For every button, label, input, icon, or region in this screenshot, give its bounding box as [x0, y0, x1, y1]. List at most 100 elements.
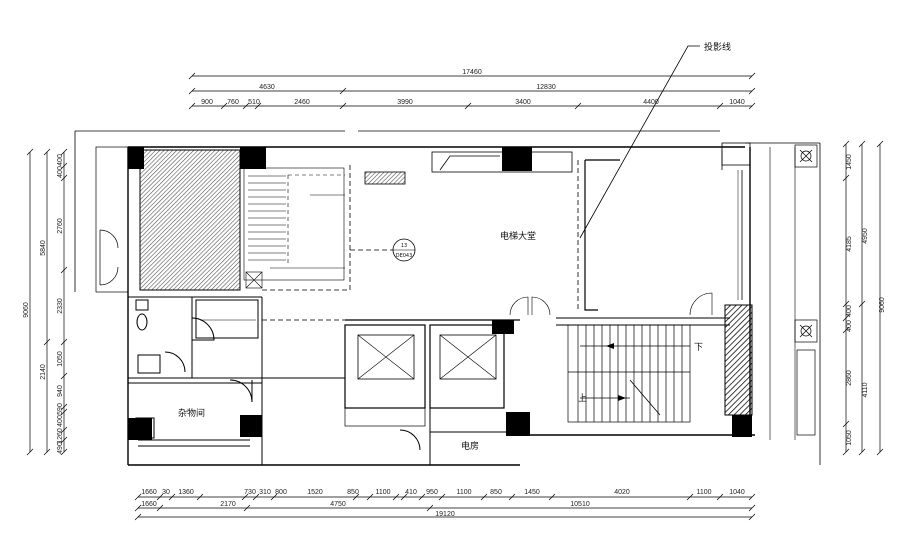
dimension-tick [60, 338, 68, 346]
dimension-tick [60, 266, 68, 274]
bottom-dimension-texts: 1660 30 1360 730 310 800 1520 850 1100 4… [141, 489, 745, 518]
left-balcony [95, 146, 129, 293]
top-counter [364, 151, 573, 185]
dimension-tick [188, 87, 196, 95]
label-elevator-hall: 电梯大堂 [500, 230, 536, 242]
right-equipment [794, 144, 818, 436]
detail-symbol: 13 DE043 [392, 238, 416, 262]
dimension-tick [574, 102, 582, 110]
symbol-code: DE043 [396, 253, 413, 259]
dim-right-detail: 4185 [846, 236, 853, 252]
left-dimensions [26, 148, 68, 456]
dimension-tick [26, 148, 34, 156]
dim-bottom-mid: 2170 [220, 501, 236, 508]
dim-left-detail: 940 [57, 385, 64, 397]
dim-left-detail: 2760 [57, 218, 64, 234]
dimension-tick [438, 493, 446, 501]
top-dimension-texts: 17460 4630 12830 900 760 510 2460 3990 3… [201, 69, 745, 106]
dimension-tick [748, 513, 756, 521]
dim-bottom-mid: 4750 [330, 501, 346, 508]
dimension-tick [254, 102, 262, 110]
dim-left-mid: 2140 [40, 364, 47, 380]
top-dimensions [188, 72, 756, 110]
dim-top-detail: 900 [201, 99, 213, 106]
dim-left-detail: 1260 [57, 428, 64, 444]
dimension-tick [168, 493, 176, 501]
electric-room [399, 408, 506, 465]
dimension-tick [400, 493, 408, 501]
dimension-tick [60, 174, 68, 182]
dimension-tick [60, 448, 68, 456]
dim-top-detail: 510 [248, 99, 260, 106]
dim-left-detail: 400 [57, 166, 64, 178]
right-dimensions [842, 140, 884, 456]
dim-right-mid: 4950 [862, 228, 869, 244]
dim-top-detail: 3400 [515, 99, 531, 106]
label-electric-room: 电房 [461, 440, 479, 452]
dimension-tick [134, 513, 142, 521]
dimension-tick [270, 493, 278, 501]
dimension-tick [842, 300, 850, 308]
dimension-tick [418, 493, 426, 501]
dimension-tick [858, 448, 866, 456]
dim-bottom-detail: 850 [490, 489, 502, 496]
projection-leader [579, 45, 700, 239]
dim-top-detail: 3990 [397, 99, 413, 106]
dimension-tick [858, 300, 866, 308]
dim-top-detail: 2460 [294, 99, 310, 106]
hatched-shaft [139, 149, 241, 291]
dimension-tick [339, 102, 347, 110]
dimension-tick [43, 338, 51, 346]
dimension-tick [60, 162, 68, 170]
dimension-tick [188, 102, 196, 110]
dimension-tick [480, 493, 488, 501]
stair-upper [243, 167, 345, 289]
dim-top-detail: 1040 [729, 99, 745, 106]
dim-bottom-total: 19120 [435, 511, 455, 518]
dimension-tick [60, 408, 68, 416]
structural-columns [128, 147, 752, 440]
dimension-tick [242, 102, 250, 110]
label-storage: 杂物间 [178, 407, 205, 419]
dimension-tick [241, 493, 249, 501]
dim-bottom-detail: 730 [244, 489, 256, 496]
dimension-tick [60, 148, 68, 156]
dim-top-detail: 4400 [643, 99, 659, 106]
dim-bottom-detail: 310 [259, 489, 271, 496]
dimension-tick [196, 493, 204, 501]
dimension-tick [134, 504, 142, 512]
hall-doors [509, 292, 713, 316]
dimension-tick [26, 448, 34, 456]
left-dimension-texts: 9060 5840 2140 400 400 2760 2330 1050 94… [23, 154, 64, 454]
dimension-tick [352, 493, 360, 501]
dim-right-mid: 4110 [862, 382, 869, 397]
hall-right-room [584, 142, 751, 311]
dimension-tick [156, 493, 164, 501]
dimension-tick [716, 102, 724, 110]
dim-top-detail: 760 [227, 99, 239, 106]
dim-right-detail: 2860 [846, 370, 853, 386]
hatched-column [724, 304, 753, 416]
dim-bottom-detail: 1360 [178, 489, 194, 496]
dim-bottom-mid: 1660 [141, 501, 157, 508]
dimension-tick [748, 504, 756, 512]
dimension-tick [60, 372, 68, 380]
dimension-tick [134, 493, 142, 501]
dimension-tick [748, 87, 756, 95]
dimension-tick [858, 140, 866, 148]
dim-bottom-detail: 1100 [696, 489, 711, 496]
dimension-tick [748, 72, 756, 80]
dim-left-detail: 490 [57, 442, 64, 454]
dimension-tick [339, 87, 347, 95]
dimension-tick [748, 493, 756, 501]
label-stair-down: 下 [694, 343, 703, 353]
dimension-tick [842, 326, 850, 334]
dimension-tick [43, 148, 51, 156]
dimension-tick [60, 436, 68, 444]
dimension-tick [842, 174, 850, 182]
dim-bottom-mid: 10510 [570, 501, 590, 508]
dimension-tick [243, 504, 251, 512]
dim-top-mid: 4630 [259, 84, 275, 91]
dimension-tick [43, 448, 51, 456]
